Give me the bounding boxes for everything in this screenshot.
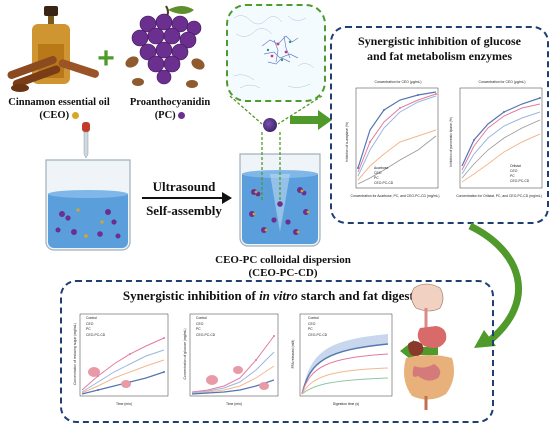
amylase-legend: Acarbose CEO PC CEO-PC-CD bbox=[374, 166, 434, 186]
lipase-legend-item: CEO bbox=[510, 169, 518, 173]
pc-abbr: (PC) bbox=[154, 110, 176, 121]
amylase-legend-item: PC bbox=[374, 176, 379, 180]
lipase-legend-item: CEO-PC-CD bbox=[510, 179, 530, 183]
plus-sign: + bbox=[97, 42, 115, 75]
mixing-beaker bbox=[38, 122, 138, 254]
process-arrow bbox=[138, 178, 234, 218]
digestion-title-post: starch and fat digestion bbox=[297, 288, 432, 303]
process-line1: Ultrasound bbox=[152, 179, 216, 194]
glucose-chart: Concentration of glucose (mg/mL) Control… bbox=[178, 310, 282, 420]
digestive-system-illustration bbox=[390, 282, 470, 422]
amylase-top-axis-label: Concentration for CEO (μg/mL) bbox=[374, 80, 422, 84]
reducing-sugar-xlabel: Time (min) bbox=[115, 402, 133, 406]
ffa-xlabel: Digestion time (s) bbox=[332, 402, 360, 406]
enzymes-panel-title: Synergistic inhibition of glucose and fa… bbox=[332, 34, 547, 64]
product-line1: CEO-PC colloidal dispersion bbox=[215, 254, 351, 266]
digestion-panel-title: Synergistic inhibition of in vitro starc… bbox=[62, 288, 492, 304]
amylase-chart: Concentration for CEO (μg/mL) Inhibition… bbox=[340, 80, 440, 218]
product-label: CEO-PC colloidal dispersion (CEO-PC-CD) bbox=[208, 254, 358, 280]
glucose-plot bbox=[189, 313, 279, 397]
ffa-legend-item: Control bbox=[308, 316, 319, 320]
ffa-chart: FFA released (mM) Control CEO PC CEO-PC-… bbox=[288, 310, 396, 420]
reducing-sugar-legend-item: CEO bbox=[86, 321, 94, 326]
glucose-xlabel: Time (min) bbox=[225, 402, 243, 406]
enzymes-title-line2: and fat metabolism enzymes bbox=[367, 49, 512, 63]
amylase-legend-item: Acarbose bbox=[374, 166, 389, 170]
lipase-chart: Concentration for CEO (μg/mL) Inhibition… bbox=[444, 80, 544, 218]
ceo-dot-icon bbox=[71, 112, 79, 120]
amylase-xlabel: Concentration for Acarbose, PC, and CEO-… bbox=[350, 194, 440, 198]
ceo-abbr-row: (CEO) bbox=[4, 109, 114, 122]
reducing-sugar-legend: Control CEO PC CEO-PC-CD bbox=[86, 316, 126, 338]
ceo-label: Cinnamon essential oil (CEO) bbox=[4, 96, 114, 122]
ffa-plot bbox=[299, 313, 393, 397]
lipase-xlabel: Concentration for Orlistat, PC, and CEO-… bbox=[456, 194, 542, 198]
pc-label: Proanthocyanidin (PC) bbox=[120, 96, 220, 122]
amylase-plot bbox=[355, 87, 439, 189]
product-line2: (CEO-PC-CD) bbox=[248, 267, 318, 279]
grape-illustration bbox=[118, 2, 214, 98]
reducing-sugar-legend-item: PC bbox=[86, 327, 91, 331]
reducing-sugar-chart: Concentration of reducing sugar (mg/mL) … bbox=[68, 310, 172, 420]
lipase-plot bbox=[459, 87, 543, 189]
ceo-name: Cinnamon essential oil bbox=[8, 97, 110, 108]
glucose-legend-item: Control bbox=[196, 316, 207, 320]
glucose-legend-item: CEO-PC-CD bbox=[196, 332, 216, 337]
lipase-legend-item: Orlistat bbox=[510, 164, 521, 168]
glucose-legend-item: CEO bbox=[196, 321, 204, 326]
lipase-top-axis-label: Concentration for CEO (μg/mL) bbox=[478, 80, 526, 84]
glucose-legend-item: PC bbox=[196, 327, 201, 331]
process-label: Ultrasound Self-assembly bbox=[138, 179, 230, 219]
reducing-sugar-legend-item: Control bbox=[86, 316, 97, 320]
reducing-sugar-legend-item: CEO-PC-CD bbox=[86, 332, 106, 337]
reducing-sugar-plot bbox=[79, 313, 169, 397]
arrow-to-enzymes bbox=[290, 110, 334, 130]
molecular-zoom-box bbox=[226, 4, 326, 102]
amylase-legend-item: CEO bbox=[374, 171, 382, 175]
pc-abbr-row: (PC) bbox=[120, 109, 220, 122]
digestion-title-em: in vitro bbox=[259, 288, 298, 303]
ffa-legend-item: CEO bbox=[308, 321, 316, 326]
ceo-abbr: (CEO) bbox=[39, 110, 70, 121]
lipase-legend-item: PC bbox=[510, 174, 515, 178]
ffa-legend: Control CEO PC CEO-PC-CD bbox=[308, 316, 348, 338]
pc-name: Proanthocyanidin bbox=[129, 97, 211, 108]
digestion-panel: Synergistic inhibition of in vitro starc… bbox=[60, 280, 494, 423]
glucose-legend: Control CEO PC CEO-PC-CD bbox=[196, 316, 236, 338]
digestion-title-pre: Synergistic inhibition of bbox=[122, 288, 260, 303]
pc-dot-icon bbox=[178, 112, 186, 120]
ffa-legend-item: CEO-PC-CD bbox=[308, 332, 328, 337]
enzymes-panel: Synergistic inhibition of glucose and fa… bbox=[330, 26, 549, 224]
lipase-legend: Orlistat CEO PC CEO-PC-CD bbox=[510, 164, 544, 184]
enzymes-title-line1: Synergistic inhibition of glucose bbox=[357, 34, 521, 48]
particle-icon bbox=[263, 118, 277, 132]
process-line2: Self-assembly bbox=[146, 203, 222, 218]
amylase-legend-item: CEO-PC-CD bbox=[374, 181, 394, 185]
cinnamon-illustration bbox=[6, 4, 99, 94]
ffa-legend-item: PC bbox=[308, 327, 313, 331]
dispersion-beaker bbox=[234, 148, 326, 254]
